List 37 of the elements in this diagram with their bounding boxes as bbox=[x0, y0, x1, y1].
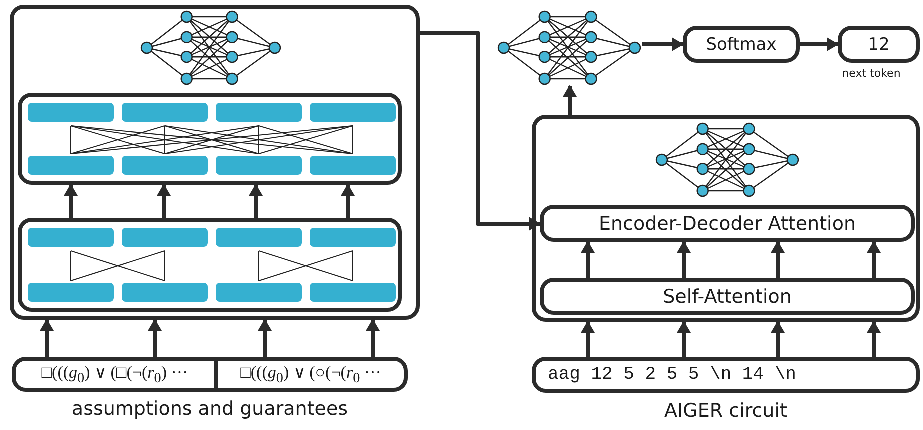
label-text: Self-Attention bbox=[663, 286, 792, 308]
arrow bbox=[771, 321, 785, 357]
arrow bbox=[563, 85, 577, 115]
softmax-box bbox=[683, 26, 800, 63]
label-text: Encoder-Decoder Attention bbox=[598, 212, 856, 234]
arrow bbox=[581, 321, 595, 357]
decoder-box bbox=[532, 115, 920, 322]
arrow bbox=[867, 321, 881, 357]
label-text: Softmax bbox=[706, 34, 777, 54]
attention-layer-box bbox=[540, 205, 915, 242]
arrow bbox=[800, 38, 839, 52]
arrow bbox=[771, 241, 785, 278]
arrow bbox=[420, 31, 541, 231]
neural-network-icon bbox=[497, 10, 642, 86]
formula-text: □(((g$_{0}$) ∨ (○(¬(r$_{0}$ ··· bbox=[240, 362, 382, 388]
neural-network-icon bbox=[655, 122, 800, 198]
arrow bbox=[157, 184, 171, 218]
arrow bbox=[867, 241, 881, 278]
input-sequence-box bbox=[532, 357, 920, 393]
neural-network-icon bbox=[140, 10, 282, 86]
output-token-box bbox=[838, 26, 920, 63]
node-label: AIGER circuit bbox=[664, 400, 788, 422]
arrow bbox=[677, 241, 691, 278]
node-label: next token bbox=[841, 67, 902, 80]
arrow bbox=[642, 38, 684, 52]
input-sequence-box bbox=[12, 357, 408, 392]
arrow bbox=[249, 184, 263, 218]
label-text: 12 bbox=[868, 34, 890, 54]
attention-layer-box bbox=[540, 278, 915, 315]
formula-text: □(((g$_{0}$) ∨ (□(¬(r$_{0}$) ··· bbox=[42, 362, 188, 388]
arrow bbox=[341, 184, 355, 218]
arrow bbox=[581, 241, 595, 278]
node-label: assumptions and guarantees bbox=[70, 398, 350, 420]
label-text: aag 12 5 2 5 5 \n 14 \n bbox=[548, 365, 796, 385]
arrow bbox=[64, 184, 78, 218]
encoder-box bbox=[10, 5, 420, 320]
arrow bbox=[677, 321, 691, 357]
